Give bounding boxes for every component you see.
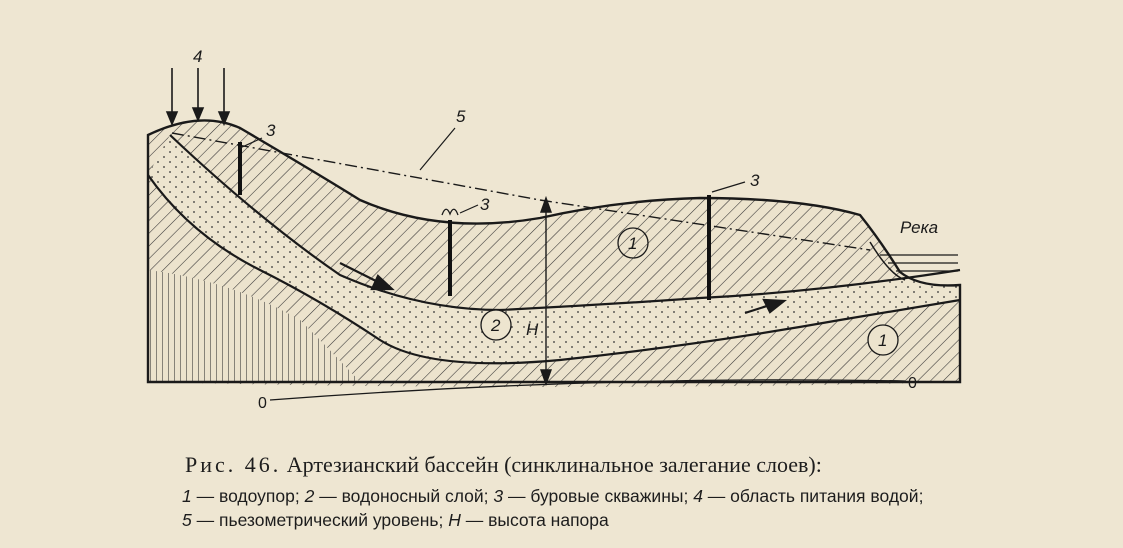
label-river: Река bbox=[900, 218, 938, 237]
piezometric-level-line bbox=[171, 132, 871, 251]
label-well-3: 3 bbox=[750, 171, 760, 190]
label-recharge: 4 bbox=[193, 47, 202, 66]
aquifer-marker: 2 bbox=[480, 309, 512, 341]
figure-caption: Рис. 46. Артезианский бассейн (синклинал… bbox=[185, 452, 985, 478]
label-piezometric: 5 bbox=[456, 107, 466, 126]
river-bank bbox=[869, 241, 906, 281]
label-well-2: 3 bbox=[480, 195, 490, 214]
recharge-arrows bbox=[165, 68, 231, 127]
well-3 bbox=[707, 181, 746, 300]
aquifer-top-boundary bbox=[169, 134, 961, 312]
label-head: H bbox=[526, 320, 539, 339]
block-outline bbox=[146, 119, 962, 384]
label-zero-right: 0 bbox=[908, 375, 917, 392]
svg-text:2: 2 bbox=[490, 316, 501, 335]
legend-item: 5 — пьезометрический уровень; bbox=[182, 510, 444, 530]
datum-zero-line bbox=[269, 379, 906, 401]
artesian-basin-diagram: 1 1 2 4 5 3 3 3 Река H 0 0 bbox=[146, 47, 962, 412]
legend-item: 3 — буровые скважины; bbox=[493, 486, 689, 506]
svg-text:1: 1 bbox=[878, 331, 887, 350]
svg-text:1: 1 bbox=[628, 234, 637, 253]
figure-title: Артезианский бассейн (синклинальное зале… bbox=[286, 452, 822, 477]
aquitard-marker-lower: 1 bbox=[867, 324, 899, 356]
figure-number: Рис. 46. bbox=[185, 452, 282, 477]
legend-item: H — высота напора bbox=[448, 510, 609, 530]
aquifer-layer bbox=[148, 135, 960, 364]
basement-wedge bbox=[148, 270, 360, 382]
aquifer-bottom-boundary bbox=[147, 174, 961, 365]
legend-item: 4 — область питания водой; bbox=[693, 486, 924, 506]
label-zero-left: 0 bbox=[258, 395, 267, 412]
geology-section bbox=[148, 120, 960, 387]
flow-arrows bbox=[339, 262, 787, 315]
well-1 bbox=[238, 137, 263, 195]
piezometric-leader bbox=[419, 127, 456, 171]
legend-item: 1 — водоупор; bbox=[182, 486, 300, 506]
river-water-lines bbox=[880, 254, 958, 272]
legend-item: 2 — водоносный слой; bbox=[304, 486, 489, 506]
label-well-1: 3 bbox=[266, 121, 276, 140]
aquitard-marker-upper: 1 bbox=[617, 227, 649, 259]
head-height-marker bbox=[540, 195, 552, 387]
well-2 bbox=[441, 204, 479, 296]
figure-legend: 1 — водоупор; 2 — водоносный слой; 3 — б… bbox=[182, 484, 1077, 532]
